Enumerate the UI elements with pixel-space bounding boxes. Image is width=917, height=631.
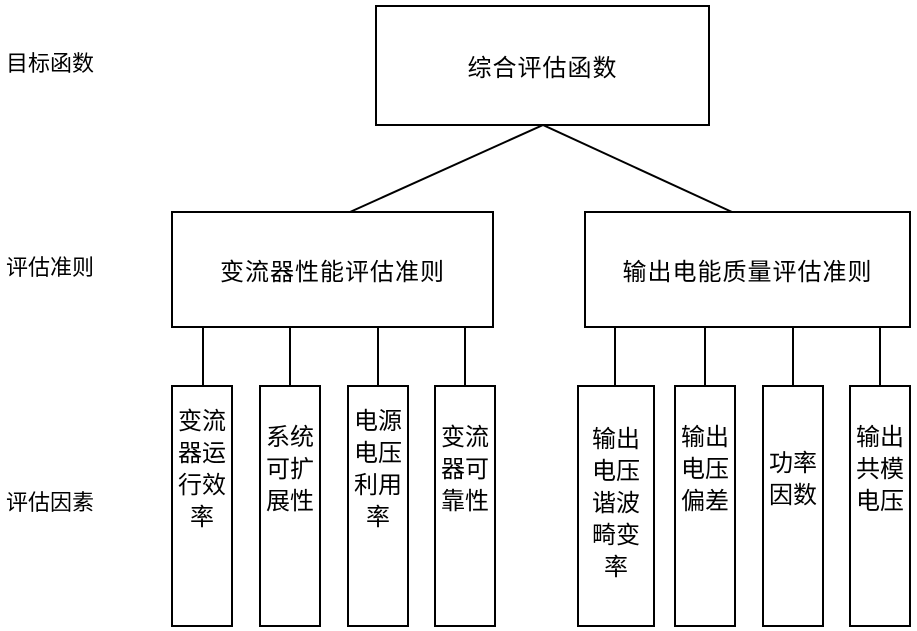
factor-label: 电源电压利用率 bbox=[349, 405, 407, 533]
factor-label: 输出共模电压 bbox=[851, 421, 909, 517]
factor-label: 变流器可靠性 bbox=[436, 421, 494, 517]
factor-label: 变流器运行效率 bbox=[173, 405, 231, 533]
root-node: 综合评估函数 bbox=[375, 5, 710, 126]
factor-node: 输出共模电压 bbox=[849, 385, 911, 627]
root-node-label: 综合评估函数 bbox=[468, 48, 618, 83]
factor-node: 输出电压偏差 bbox=[674, 385, 736, 627]
factor-label: 输出电压偏差 bbox=[676, 421, 734, 517]
factor-node: 电源电压利用率 bbox=[347, 385, 409, 627]
factor-node: 变流器运行效率 bbox=[171, 385, 233, 627]
factor-node: 系统可扩展性 bbox=[259, 385, 321, 627]
factor-node: 变流器可靠性 bbox=[434, 385, 496, 627]
factor-label: 输出电压谐波畸变率 bbox=[591, 423, 641, 583]
factor-node: 功率因数 bbox=[762, 385, 824, 627]
factor-label: 功率因数 bbox=[764, 447, 822, 511]
criterion-label: 变流器性能评估准则 bbox=[220, 252, 445, 287]
factor-label: 系统可扩展性 bbox=[261, 421, 319, 517]
criterion-node-power-quality: 输出电能质量评估准则 bbox=[584, 211, 911, 328]
criterion-node-converter-performance: 变流器性能评估准则 bbox=[171, 211, 494, 328]
factor-node: 输出电压谐波畸变率 bbox=[577, 385, 655, 627]
criterion-label: 输出电能质量评估准则 bbox=[623, 252, 873, 287]
